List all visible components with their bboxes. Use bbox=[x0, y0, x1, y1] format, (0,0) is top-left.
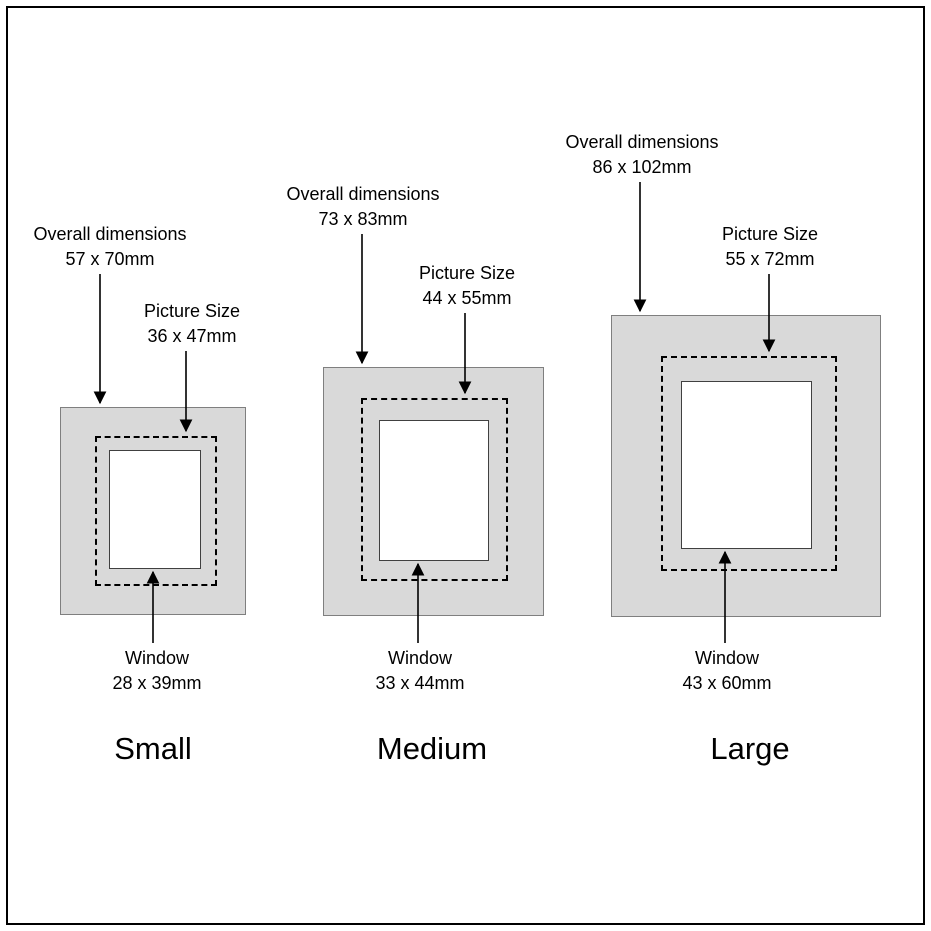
mat-board-large bbox=[611, 315, 881, 617]
window-value-medium: 33 x 44mm bbox=[375, 673, 465, 693]
window-value-large: 43 x 60mm bbox=[682, 673, 772, 693]
window-label-medium: Window 33 x 44mm bbox=[375, 646, 464, 696]
picture-size-label-large: Picture Size 55 x 72mm bbox=[722, 222, 818, 272]
size-name-large: Large bbox=[710, 731, 790, 766]
picture-size-label-medium: Picture Size 44 x 55mm bbox=[419, 261, 515, 311]
picture-size-outline-small bbox=[95, 436, 217, 586]
overall-dimensions-label-large: Overall dimensions 86 x 102mm bbox=[565, 130, 718, 180]
overall-dimensions-label-small: Overall dimensions 57 x 70mm bbox=[33, 222, 186, 272]
mat-board-small bbox=[60, 407, 246, 615]
window-title-large: Window bbox=[694, 648, 760, 668]
picture-size-label-small: Picture Size 36 x 47mm bbox=[144, 299, 240, 349]
window-title-medium: Window bbox=[387, 648, 453, 668]
diagram-border bbox=[6, 6, 925, 925]
window-opening-large bbox=[681, 381, 812, 549]
picture-size-value-small: 36 x 47mm bbox=[147, 326, 237, 346]
size-name-medium: Medium bbox=[376, 731, 488, 766]
window-title-small: Window bbox=[124, 648, 190, 668]
picture-size-value-medium: 44 x 55mm bbox=[422, 288, 512, 308]
window-label-small: Window 28 x 39mm bbox=[112, 646, 201, 696]
picture-size-outline-medium bbox=[361, 398, 508, 581]
overall-dimensions-title-medium: Overall dimensions bbox=[286, 184, 440, 204]
overall-dimensions-value-small: 57 x 70mm bbox=[65, 249, 155, 269]
picture-size-outline-large bbox=[661, 356, 837, 571]
overall-dimensions-title-small: Overall dimensions bbox=[33, 224, 187, 244]
size-name-small: Small bbox=[114, 731, 192, 766]
picture-size-value-large: 55 x 72mm bbox=[725, 249, 815, 269]
overall-dimensions-label-medium: Overall dimensions 73 x 83mm bbox=[286, 182, 439, 232]
mat-board-medium bbox=[323, 367, 544, 616]
picture-size-title-medium: Picture Size bbox=[418, 263, 516, 283]
overall-dimensions-value-medium: 73 x 83mm bbox=[318, 209, 408, 229]
picture-size-title-small: Picture Size bbox=[143, 301, 241, 321]
window-opening-medium bbox=[379, 420, 489, 561]
overall-dimensions-title-large: Overall dimensions bbox=[565, 132, 719, 152]
window-opening-small bbox=[109, 450, 201, 569]
window-label-large: Window 43 x 60mm bbox=[682, 646, 771, 696]
overall-dimensions-value-large: 86 x 102mm bbox=[592, 157, 692, 177]
window-value-small: 28 x 39mm bbox=[112, 673, 202, 693]
picture-size-title-large: Picture Size bbox=[721, 224, 819, 244]
